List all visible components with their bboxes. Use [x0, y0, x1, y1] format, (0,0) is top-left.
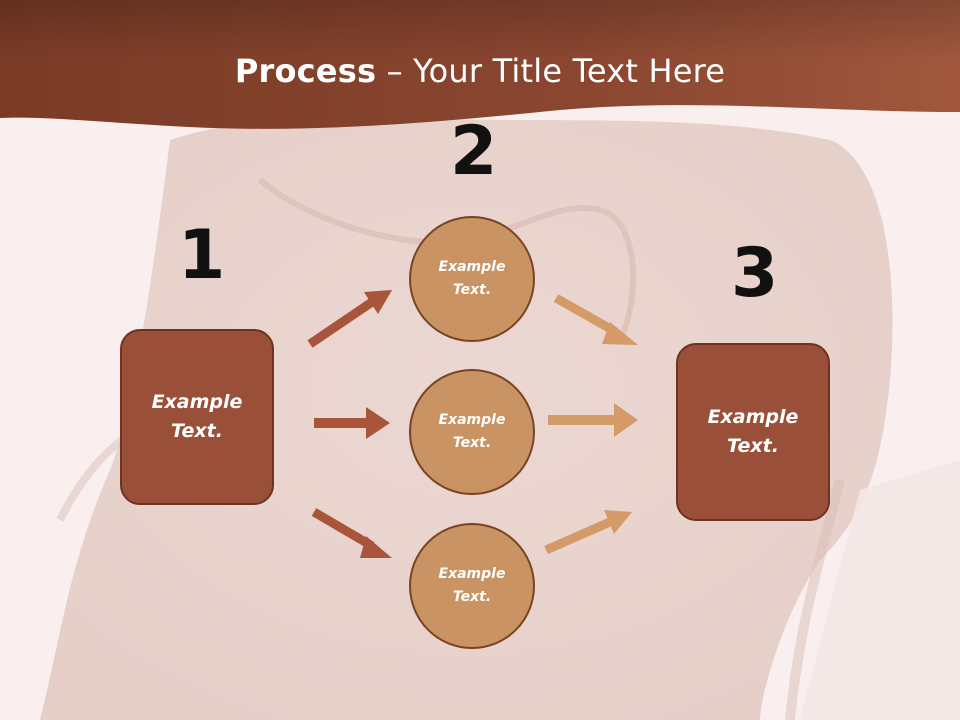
step-number-3: 3 [731, 234, 779, 313]
arrow-start-to-middle [314, 407, 390, 439]
bottom-circle-label: Example Text. [438, 566, 506, 605]
arrow-top-to-end [553, 294, 638, 345]
bottom-circle: Example Text. [409, 523, 535, 649]
title-rest: – Your Title Text Here [376, 52, 726, 90]
end-box: Example Text. [676, 343, 830, 521]
slide-title: Process – Your Title Text Here [0, 52, 960, 90]
start-box-label: Example Text. [151, 391, 243, 442]
step-number-1: 1 [178, 216, 226, 295]
top-circle: Example Text. [409, 216, 535, 342]
middle-circle: Example Text. [409, 369, 535, 495]
middle-circle-label: Example Text. [438, 412, 506, 451]
arrow-start-to-top [307, 290, 392, 348]
arrow-bottom-to-end [544, 510, 632, 555]
end-box-label: Example Text. [707, 406, 799, 457]
start-box: Example Text. [120, 329, 274, 505]
top-circle-label: Example Text. [438, 259, 506, 298]
title-bold: Process [234, 52, 377, 90]
arrow-middle-to-end [548, 403, 638, 437]
arrow-start-to-bottom [311, 508, 392, 558]
step-number-2: 2 [450, 112, 498, 191]
